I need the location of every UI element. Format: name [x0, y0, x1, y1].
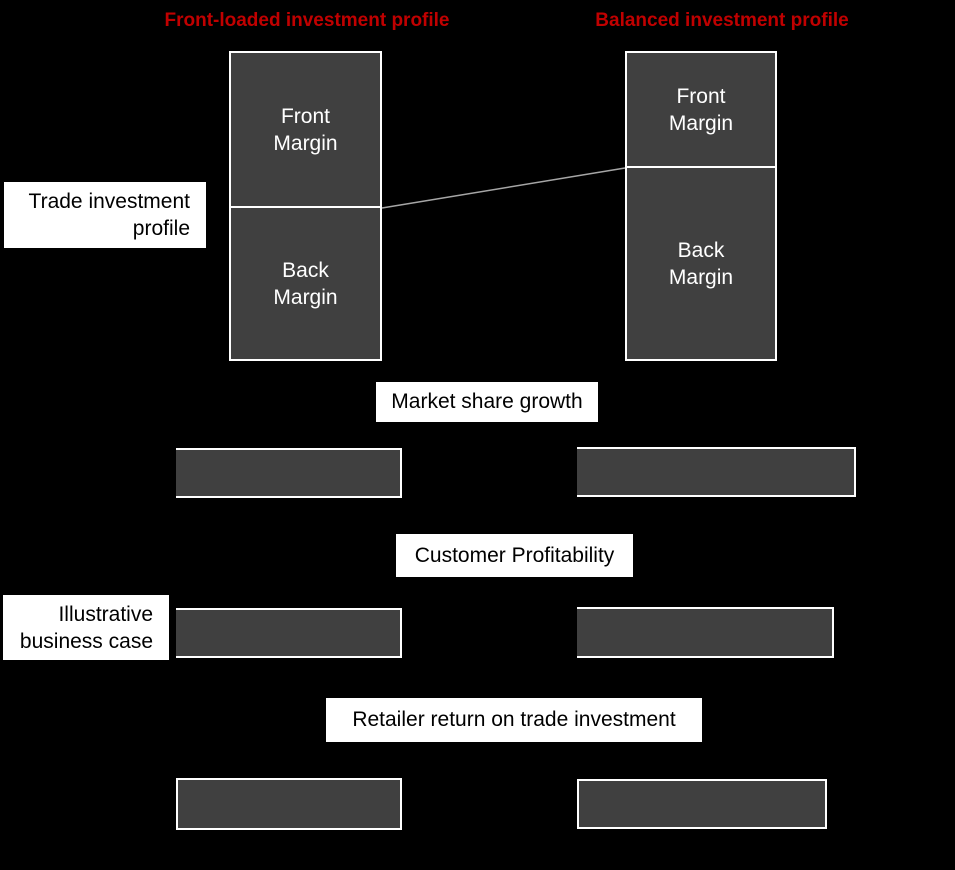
metric-label-market-share-growth: Market share growth [376, 382, 598, 422]
column-title-front-loaded: Front-loaded investment profile [164, 10, 450, 31]
column-title-balanced: Balanced investment profile [595, 10, 849, 31]
front-margin-segment-balanced: Front Margin [625, 51, 777, 168]
back-margin-segment-balanced: Back Margin [625, 166, 777, 361]
bar-customer-profitability-balanced [577, 607, 834, 658]
back-margin-segment-front-loaded: Back Margin [229, 206, 382, 361]
metric-label-customer-profitability: Customer Profitability [396, 534, 633, 577]
front-margin-segment-front-loaded: Front Margin [229, 51, 382, 208]
bar-customer-profitability-front-loaded [176, 608, 402, 658]
metric-label-retailer-return: Retailer return on trade investment [326, 698, 702, 742]
bar-retailer-return-front-loaded [176, 778, 402, 830]
trade-investment-profile-label: Trade investment profile [4, 182, 206, 248]
bar-market-share-front-loaded [176, 448, 402, 498]
illustrative-business-case-label: Illustrative business case [3, 595, 169, 660]
bar-retailer-return-balanced [577, 779, 827, 829]
bar-market-share-balanced [577, 447, 856, 497]
stacked-bar-front-loaded: Front Margin Back Margin [229, 51, 382, 361]
stacked-bar-balanced: Front Margin Back Margin [625, 51, 777, 361]
